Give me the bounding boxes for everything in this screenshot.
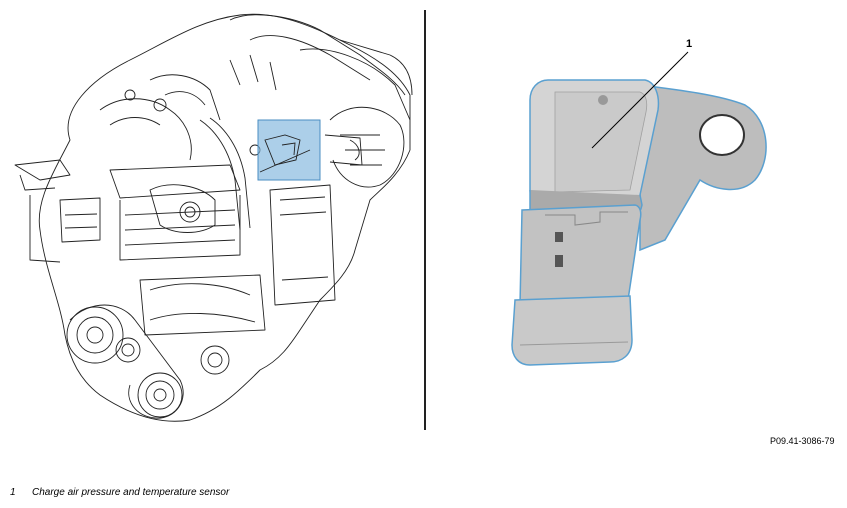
engine-drawing	[14, 13, 413, 422]
legend-item: 1 Charge air pressure and temperature sen…	[10, 487, 229, 498]
figure-reference-code: P09.41-3086-79	[770, 436, 835, 446]
sensor-render	[511, 79, 767, 366]
callout-leader-line	[591, 51, 689, 149]
legend-number: 1	[10, 487, 16, 498]
sensor-location-detail	[259, 134, 311, 173]
sensor-location-highlight	[257, 119, 321, 181]
callout-number: 1	[686, 38, 693, 50]
technical-illustration	[14, 10, 767, 430]
legend-text: Charge air pressure and temperature sens…	[32, 487, 230, 498]
